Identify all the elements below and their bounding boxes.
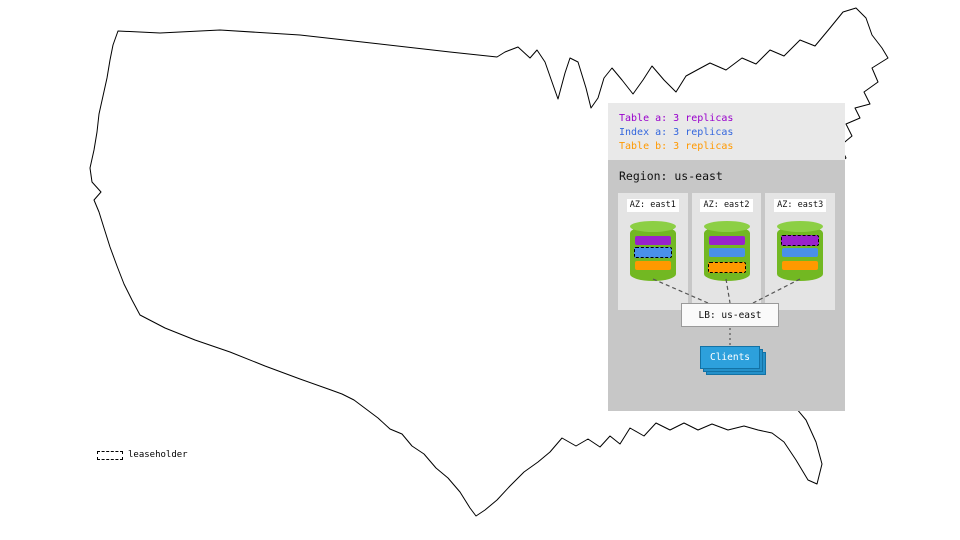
az-label: AZ: east3 [774, 199, 827, 212]
replica-legend: Table a: 3 replicas Index a: 3 replicas … [608, 103, 845, 158]
cylinder-top [629, 221, 676, 232]
replica-index-a-leaseholder [633, 247, 672, 258]
replica-table-a [708, 236, 745, 245]
az-label: AZ: east1 [626, 199, 679, 212]
replica-index-a [782, 248, 819, 257]
cylinder-top [703, 221, 750, 232]
leaseholder-swatch [97, 450, 123, 460]
replica-table-b [634, 261, 671, 270]
cylinder-top [777, 221, 824, 232]
connector-east2-lb [725, 278, 731, 304]
connector-east1-lb [652, 278, 709, 304]
leaseholder-key-label: leaseholder [128, 450, 188, 460]
az-box-east3: AZ: east3 [765, 193, 836, 310]
database-cylinder [777, 221, 824, 281]
replica-table-a [634, 236, 671, 245]
az-box-east2: AZ: east2 [691, 193, 762, 310]
leaseholder-key: leaseholder [97, 450, 188, 460]
replica-table-b-leaseholder [707, 262, 746, 273]
legend-table-a: Table a: 3 replicas [619, 113, 734, 124]
replica-index-a [708, 248, 745, 257]
database-cylinder [703, 221, 750, 281]
az-label: AZ: east2 [700, 199, 753, 212]
replica-table-b [782, 261, 819, 270]
database-cylinder [629, 221, 676, 281]
load-balancer-box: LB: us-east [681, 303, 779, 327]
legend-table-b: Table b: 3 replicas [619, 141, 734, 152]
replica-table-a-leaseholder [781, 235, 820, 246]
connector-lines [652, 278, 801, 346]
topology-panel: Table a: 3 replicas Index a: 3 replicas … [608, 103, 845, 411]
connector-east3-lb [752, 278, 801, 304]
region-box: Region: us-east AZ: east1 AZ: east2 [608, 160, 845, 411]
az-box-east1: AZ: east1 [618, 193, 688, 310]
az-row: AZ: east1 AZ: east2 [618, 193, 836, 310]
legend-index-a: Index a: 3 replicas [619, 127, 734, 138]
clients-box: Clients [700, 346, 760, 369]
region-title: Region: us-east [619, 169, 723, 183]
